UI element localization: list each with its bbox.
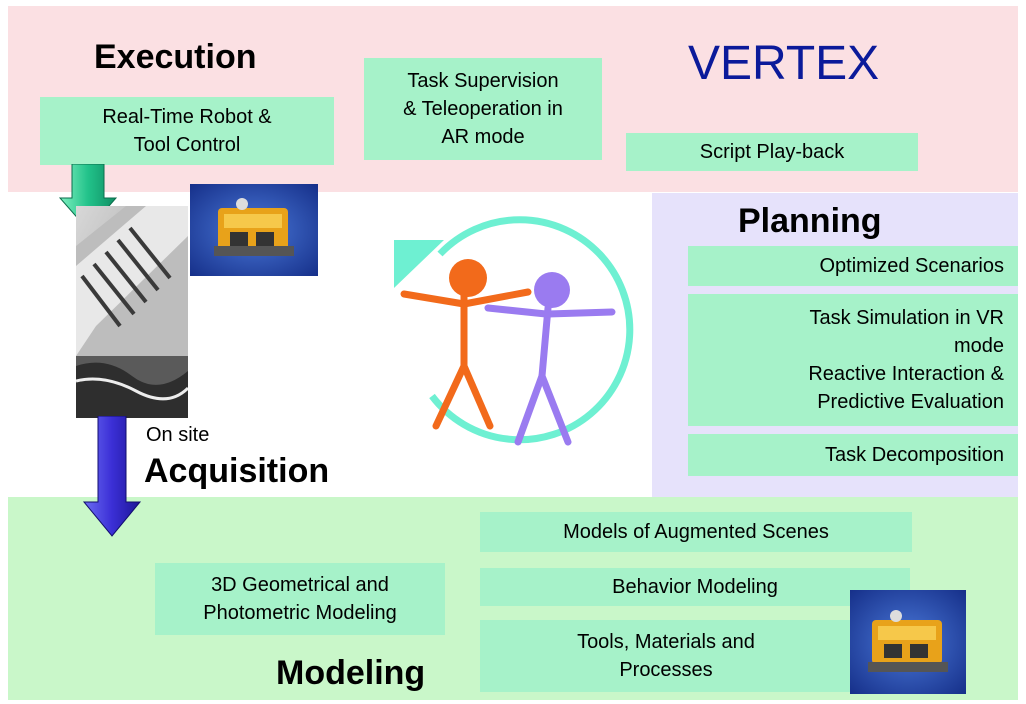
- box-line: Tools, Materials and: [577, 631, 755, 653]
- dam-photo-icon: [76, 206, 188, 418]
- human-figures-icon: [394, 216, 634, 446]
- box-line: 3D Geometrical and: [211, 574, 389, 596]
- box-line: Reactive Interaction &: [808, 363, 1004, 385]
- robot-photo-icon: [850, 590, 966, 694]
- box-line: Photometric Modeling: [203, 602, 397, 624]
- planning-heading: Planning: [738, 202, 882, 240]
- box-augmented-scenes: Models of Augmented Scenes: [480, 512, 912, 552]
- robot-photo-icon: [190, 184, 318, 276]
- box-task-supervision: Task Supervision & Teleoperation in AR m…: [364, 58, 602, 160]
- box-line: Script Play-back: [699, 141, 845, 163]
- box-line: mode: [953, 335, 1004, 357]
- box-line: AR mode: [441, 126, 525, 148]
- box-line: Tool Control: [133, 134, 241, 156]
- down-arrow-icon: [82, 416, 142, 537]
- box-line: Task Decomposition: [825, 444, 1004, 466]
- box-realtime-control: Real-Time Robot & Tool Control: [40, 97, 334, 165]
- box-task-decomposition: Task Decomposition: [688, 434, 1018, 476]
- cycle-arrow-head-icon: [394, 240, 444, 288]
- box-geometric-modeling: 3D Geometrical and Photometric Modeling: [155, 563, 445, 635]
- box-line: Real-Time Robot &: [102, 106, 272, 128]
- box-line: Behavior Modeling: [612, 576, 778, 598]
- box-line: Task Supervision: [407, 70, 559, 92]
- box-behavior-modeling: Behavior Modeling: [480, 568, 910, 606]
- cycle-arrow-icon: [429, 216, 634, 444]
- box-line: & Teleoperation in: [403, 98, 563, 120]
- box-line: Task Simulation in VR: [809, 307, 1004, 329]
- box-line: Models of Augmented Scenes: [563, 521, 829, 543]
- box-optimized-scenarios: Optimized Scenarios: [688, 246, 1018, 286]
- acquisition-heading: Acquisition: [144, 452, 330, 490]
- box-script-playback: Script Play-back: [626, 133, 918, 171]
- box-line: Optimized Scenarios: [819, 255, 1004, 277]
- box-tools-materials: Tools, Materials and Processes: [480, 620, 852, 692]
- vertex-title: VERTEX: [688, 37, 880, 90]
- on-site-label: On site: [146, 424, 210, 446]
- box-line: Predictive Evaluation: [817, 391, 1004, 413]
- box-line: Processes: [619, 659, 713, 681]
- box-task-simulation: Task Simulation in VR mode Reactive Inte…: [688, 294, 1018, 426]
- modeling-heading: Modeling: [276, 654, 426, 692]
- execution-heading: Execution: [94, 38, 257, 76]
